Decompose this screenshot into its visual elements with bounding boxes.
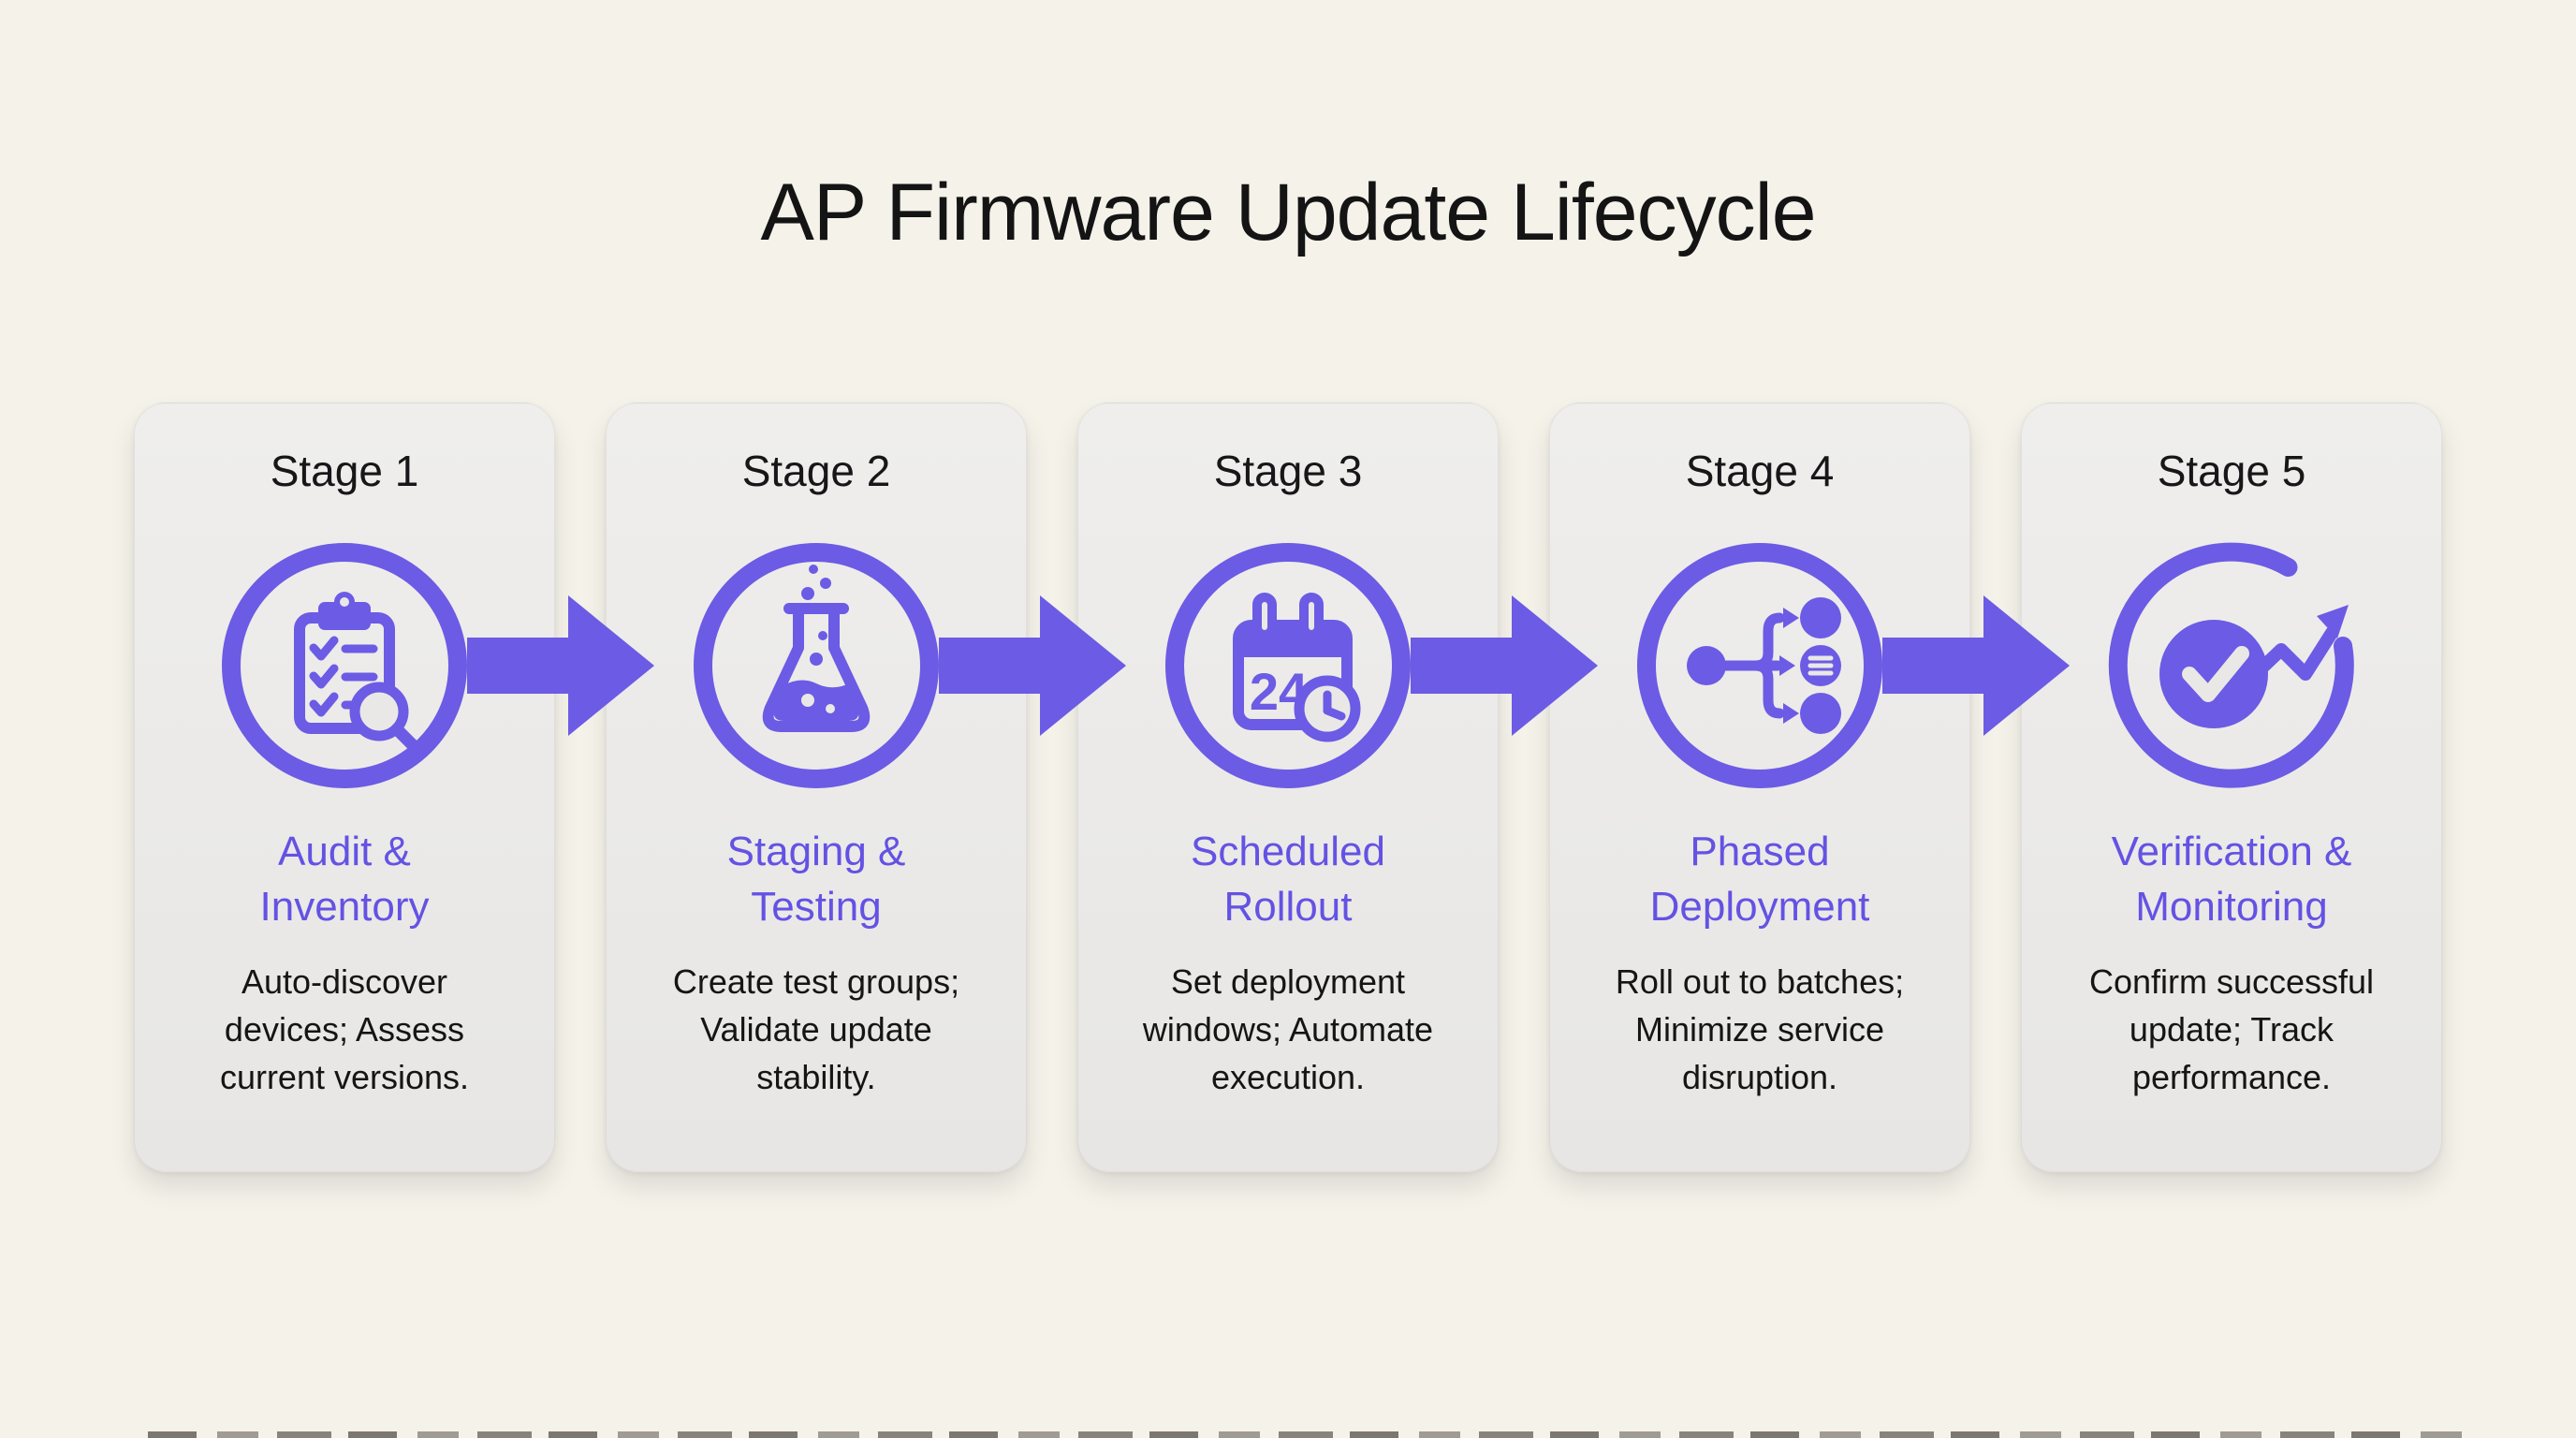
stage-2-label: Stage 2 (741, 447, 891, 495)
stage-card-5: Stage 5 Verification & Monitoring Confir… (2021, 403, 2442, 1172)
stage-3-title: Scheduled Rollout (1191, 828, 1385, 931)
flow-arrow-1 (467, 595, 654, 736)
branch-distribution-icon (1637, 542, 1882, 788)
stage-3-description: Set deployment windows; Automate executi… (1142, 961, 1434, 1096)
stage-1-description: Auto-discover devices; Assess current ve… (219, 961, 470, 1096)
stage-4-description: Roll out to batches; Minimize service di… (1615, 961, 1905, 1096)
page-title: AP Firmware Update Lifecycle (760, 168, 1816, 257)
stage-1-label: Stage 1 (270, 447, 419, 495)
check-trend-arrow-icon (2108, 542, 2354, 788)
stage-1-title: Audit & Inventory (259, 828, 430, 931)
stages-row: Stage 1 Audit & Inventory Auto-discover … (134, 403, 2442, 1172)
stage-4-title: Phased Deployment (1649, 828, 1870, 931)
stage-card-1: Stage 1 Audit & Inventory Auto-discover … (134, 403, 555, 1172)
stage-3-label: Stage 3 (1213, 447, 1363, 495)
test-flask-icon (694, 542, 939, 788)
stage-4-label: Stage 4 (1685, 447, 1835, 495)
flow-arrow-2 (939, 595, 1126, 736)
stage-2-title: Staging & Testing (726, 828, 906, 931)
stage-5-label: Stage 5 (2157, 447, 2306, 495)
flow-arrow-4 (1882, 595, 2070, 736)
stage-card-3: Stage 3 24 Scheduled Rollout Set deploym… (1077, 403, 1499, 1172)
stage-2-description: Create test groups; Validate update stab… (672, 961, 960, 1096)
bottom-noise-artifact (148, 1431, 2466, 1438)
stage-card-2: Stage 2 Staging & Testing Create test gr… (606, 403, 1027, 1172)
stage-5-title: Verification & Monitoring (2111, 828, 2352, 931)
calendar-24-clock-icon: 24 (1165, 542, 1411, 788)
stage-card-4: Stage 4 Phased Deployment Roll ou (1549, 403, 1970, 1172)
flow-arrow-3 (1411, 595, 1598, 736)
stage-5-description: Confirm successful update; Track perform… (2088, 961, 2375, 1096)
clipboard-checklist-magnifier-icon (222, 542, 467, 788)
